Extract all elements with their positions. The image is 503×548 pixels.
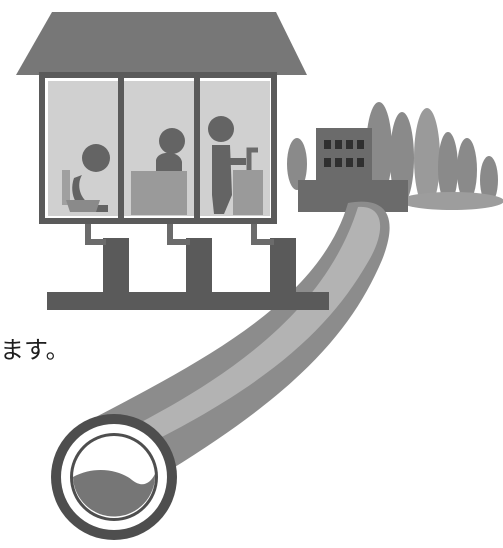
kitchen-counter [131,171,187,215]
house [16,12,307,224]
person-washroom-icon [208,116,263,215]
sewer-pipe [51,201,390,540]
person-toilet-icon [62,144,110,212]
washbasin [233,170,263,215]
tree [457,138,477,202]
ground-pond [400,192,503,210]
room-toilet [48,81,118,216]
tree [287,138,307,190]
tree [438,132,458,204]
tree [366,102,392,198]
drain-lines [47,220,329,310]
caption-text: ます。 [0,336,70,364]
tree [480,156,498,204]
main-drain [47,292,329,310]
house-roof [16,12,307,75]
person-kitchen-icon [131,128,187,215]
wastewater [73,469,156,517]
tree [414,108,440,208]
